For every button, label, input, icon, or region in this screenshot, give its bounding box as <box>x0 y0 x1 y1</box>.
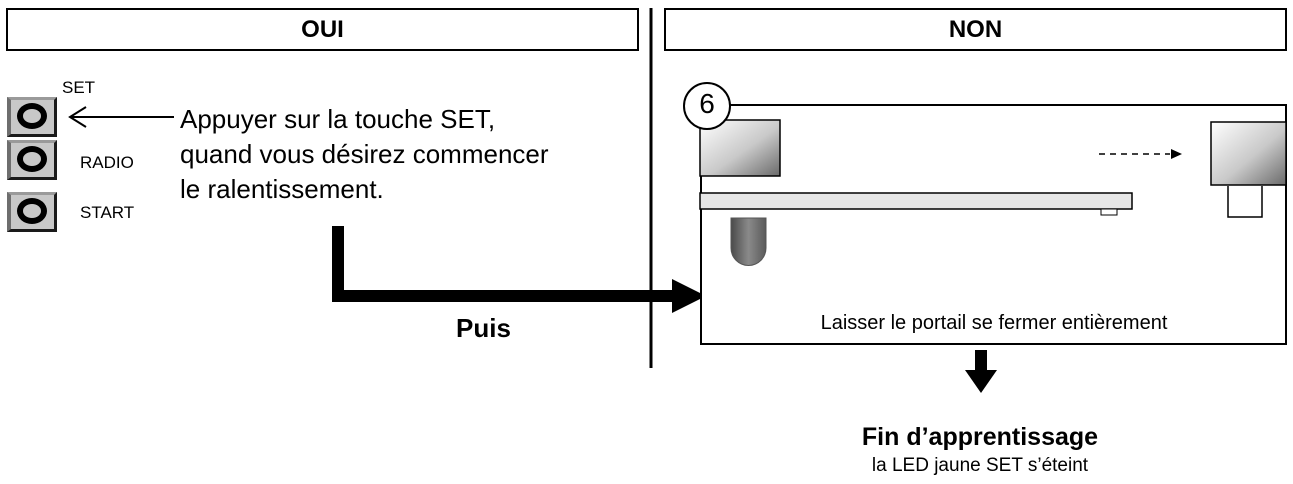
step-number-circle <box>683 82 731 130</box>
gate-rail <box>699 192 1133 210</box>
instruction-line-2: quand vous désirez commencer <box>180 139 549 169</box>
flow-arrow <box>332 226 676 302</box>
header-oui-label: OUI <box>301 15 344 43</box>
start-button[interactable] <box>7 192 57 232</box>
set-button-label: SET <box>62 78 96 97</box>
instruction-line-1: Appuyer sur la touche SET, <box>180 104 496 134</box>
gate-stopper <box>1227 186 1263 218</box>
start-button-label: START <box>80 203 135 222</box>
header-non-label: NON <box>948 15 1003 43</box>
gate-motor-left <box>699 119 781 177</box>
radio-button-label: RADIO <box>80 153 134 172</box>
result-arrow-head <box>965 370 997 393</box>
radio-button[interactable] <box>7 140 57 180</box>
step-number: 6 <box>699 88 715 119</box>
gate-end-right <box>1210 121 1287 186</box>
then-label: Puis <box>456 313 511 343</box>
movement-arrow-head <box>1171 149 1182 159</box>
gate-post <box>730 217 767 266</box>
result-title: Fin d’apprentissage <box>861 423 1099 451</box>
step-panel <box>700 104 1287 345</box>
header-oui: OUI <box>6 8 639 51</box>
step-caption: Laisser le portail se fermer entièrement <box>820 312 1168 334</box>
flow-arrow-head <box>672 279 706 313</box>
set-button[interactable] <box>7 97 57 137</box>
rail-tab <box>1100 208 1118 216</box>
pointer-arrow-head <box>68 106 87 128</box>
header-non: NON <box>664 8 1287 51</box>
instruction-line-3: le ralentissement. <box>180 174 384 204</box>
result-subtitle: la LED jaune SET s’éteint <box>871 455 1089 476</box>
